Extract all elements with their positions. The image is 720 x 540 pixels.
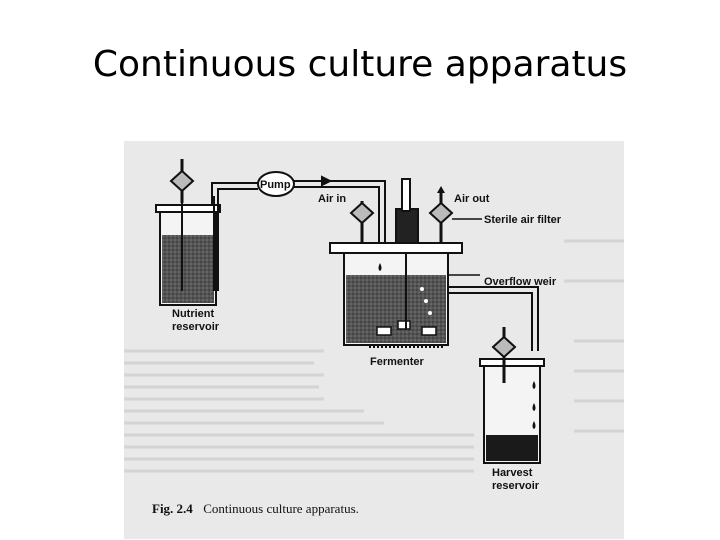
feed-tube bbox=[211, 182, 258, 205]
slide-title: Continuous culture apparatus bbox=[92, 44, 628, 85]
label-harvest-line1: Harvest bbox=[492, 467, 533, 479]
stirrer-motor bbox=[395, 178, 419, 244]
nutrient-reservoir bbox=[155, 186, 221, 306]
pump bbox=[257, 171, 295, 197]
nutrient-inlet-filter bbox=[169, 159, 195, 203]
figure-continuous-culture: Pump Air in Air out Sterile air filter O… bbox=[124, 141, 624, 539]
apparatus-diagram: Pump Air in Air out Sterile air filter O… bbox=[124, 159, 624, 517]
air-in-filter bbox=[349, 201, 375, 243]
label-pump: Pump bbox=[260, 179, 291, 191]
caption-text: Continuous culture apparatus. bbox=[203, 501, 359, 516]
label-nutrient-line1: Nutrient bbox=[172, 308, 215, 320]
harvest-reservoir bbox=[479, 327, 545, 464]
fermenter-vessel bbox=[329, 242, 463, 348]
scan-background-texture bbox=[124, 239, 624, 473]
label-sterile-air-filter: Sterile air filter bbox=[484, 214, 562, 226]
caption-fig-number: Fig. 2.4 bbox=[152, 501, 193, 516]
overflow-weir-tube bbox=[448, 286, 539, 351]
label-nutrient-line2: reservoir bbox=[172, 321, 220, 333]
pump-to-fermenter-tube bbox=[294, 175, 386, 261]
label-harvest-line2: reservoir bbox=[492, 480, 540, 492]
label-air-in: Air in bbox=[318, 193, 346, 205]
leader-lines bbox=[448, 218, 482, 276]
figure-caption: Fig. 2.4 Continuous culture apparatus. bbox=[152, 500, 359, 517]
label-air-out: Air out bbox=[454, 193, 490, 205]
air-out-filter bbox=[428, 186, 454, 243]
label-fermenter: Fermenter bbox=[370, 356, 425, 368]
label-overflow-weir: Overflow weir bbox=[484, 276, 557, 288]
